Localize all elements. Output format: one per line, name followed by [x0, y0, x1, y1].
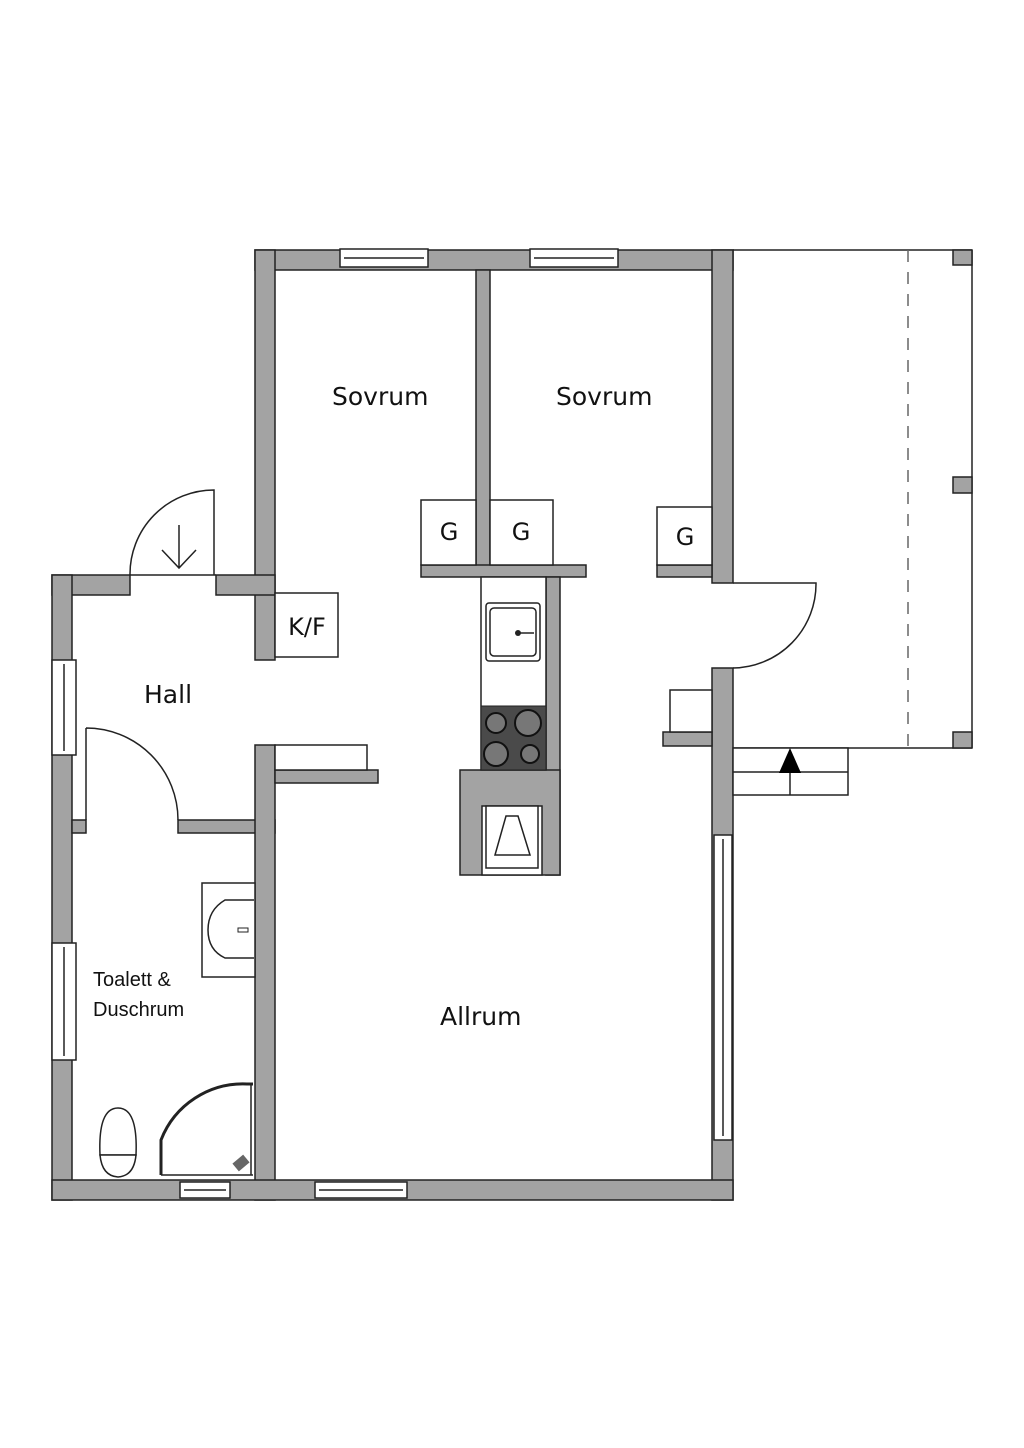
- windows: [51, 248, 733, 1199]
- washbasin-icon: [207, 899, 254, 959]
- step-arrow-icon: [779, 748, 801, 773]
- closet-label: G: [512, 518, 531, 546]
- room-label-sovrum: Sovrum: [332, 382, 428, 411]
- shower-icon: [159, 1082, 253, 1175]
- closets: G G G K/F: [274, 499, 713, 658]
- kitchen: [274, 576, 547, 876]
- toilet-icon: [99, 1107, 137, 1156]
- closet-label: G: [440, 518, 459, 546]
- terrace: [669, 249, 973, 796]
- room-label-allrum: Allrum: [440, 1002, 521, 1031]
- room-label-toalett: Toalett &: [93, 969, 171, 991]
- bathroom-fixtures: [99, 882, 256, 1178]
- entrance-arrow-icon: [161, 525, 197, 570]
- doors: [85, 489, 817, 821]
- room-label-hall: Hall: [144, 680, 192, 709]
- fridge-freezer-label: K/F: [288, 613, 326, 641]
- room-label-sovrum: Sovrum: [556, 382, 652, 411]
- room-labels: Sovrum Sovrum Hall Allrum Toalett & Dusc…: [93, 382, 652, 1031]
- closet-label: G: [676, 523, 695, 551]
- room-label-duschrum: Duschrum: [93, 999, 184, 1021]
